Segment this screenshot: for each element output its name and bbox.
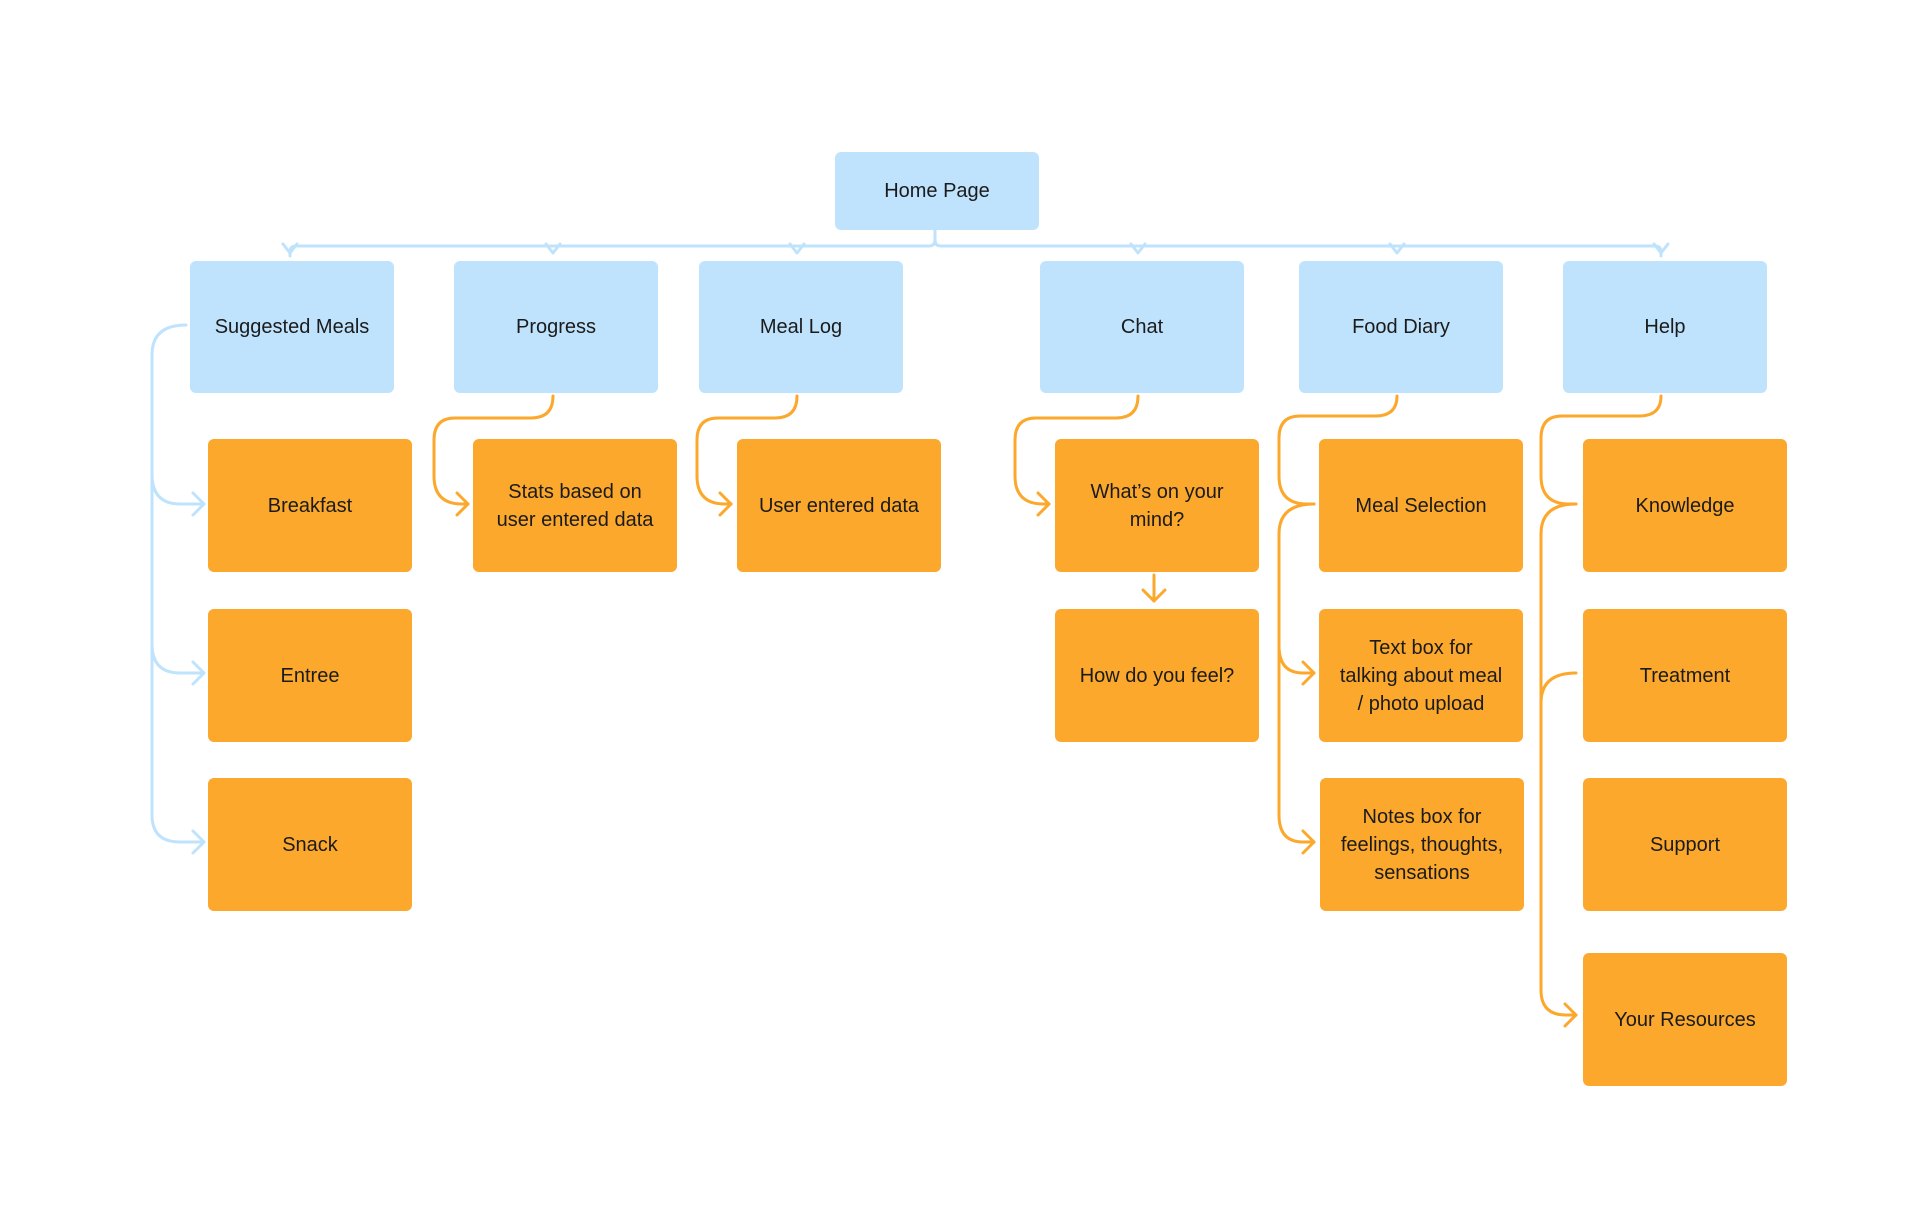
- chat-label: Chat: [1120, 316, 1164, 338]
- home-page-node: Home Page: [835, 152, 1039, 230]
- meal-log-connector: [695, 394, 799, 517]
- notes-box-label: Notes box for feelings, thoughts, sensat…: [1340, 805, 1504, 884]
- support-node: Support: [1583, 778, 1787, 911]
- support-label: Support: [1649, 833, 1721, 856]
- meal-log-label: Meal Log: [759, 316, 843, 338]
- treatment-node: Treatment: [1583, 609, 1787, 742]
- suggested-meals-label: Suggested Meals: [214, 316, 370, 338]
- snack-node: Snack: [208, 778, 412, 911]
- suggested-meals-connector: [150, 323, 206, 855]
- whats-on-your-mind-label: What’s on your mind?: [1090, 480, 1224, 531]
- snack-label: Snack: [282, 833, 338, 856]
- how-do-you-feel-node: How do you feel?: [1055, 609, 1259, 742]
- food-diary-node: Food Diary: [1299, 261, 1503, 393]
- entree-node: Entree: [208, 609, 412, 742]
- progress-connector: [432, 394, 555, 517]
- food-diary-label: Food Diary: [1352, 316, 1450, 338]
- progress-label: Progress: [515, 316, 597, 338]
- food-diary-connector: [1277, 394, 1399, 855]
- breakfast-label: Breakfast: [267, 494, 353, 517]
- meal-log-node: Meal Log: [699, 261, 903, 393]
- notes-box-node: Notes box for feelings, thoughts, sensat…: [1320, 778, 1524, 911]
- treatment-label: Treatment: [1639, 664, 1731, 687]
- stats-node: Stats based on user entered data: [473, 439, 677, 572]
- breakfast-node: Breakfast: [208, 439, 412, 572]
- stats-label: Stats based on user entered data: [496, 480, 654, 531]
- whats-on-your-mind-node: What’s on your mind?: [1055, 439, 1259, 572]
- your-resources-label: Your Resources: [1614, 1008, 1756, 1031]
- suggested-meals-node: Suggested Meals: [190, 261, 394, 393]
- meal-selection-node: Meal Selection: [1319, 439, 1523, 572]
- chat-node: Chat: [1040, 261, 1244, 393]
- help-connector: [1539, 394, 1663, 1028]
- user-entered-data-label: User entered data: [758, 494, 920, 517]
- entree-label: Entree: [280, 664, 340, 687]
- knowledge-label: Knowledge: [1635, 494, 1735, 517]
- help-label: Help: [1644, 316, 1686, 338]
- chat-connector: [1013, 394, 1167, 603]
- home-page-label: Home Page: [884, 180, 990, 202]
- text-box-label: Text box for talking about meal / photo …: [1339, 636, 1503, 715]
- knowledge-node: Knowledge: [1583, 439, 1787, 572]
- how-do-you-feel-label: How do you feel?: [1079, 664, 1235, 687]
- progress-node: Progress: [454, 261, 658, 393]
- home-connector: [281, 228, 1670, 258]
- meal-selection-label: Meal Selection: [1355, 494, 1487, 517]
- your-resources-node: Your Resources: [1583, 953, 1787, 1086]
- user-entered-data-node: User entered data: [737, 439, 941, 572]
- text-box-node: Text box for talking about meal / photo …: [1319, 609, 1523, 742]
- help-node: Help: [1563, 261, 1767, 393]
